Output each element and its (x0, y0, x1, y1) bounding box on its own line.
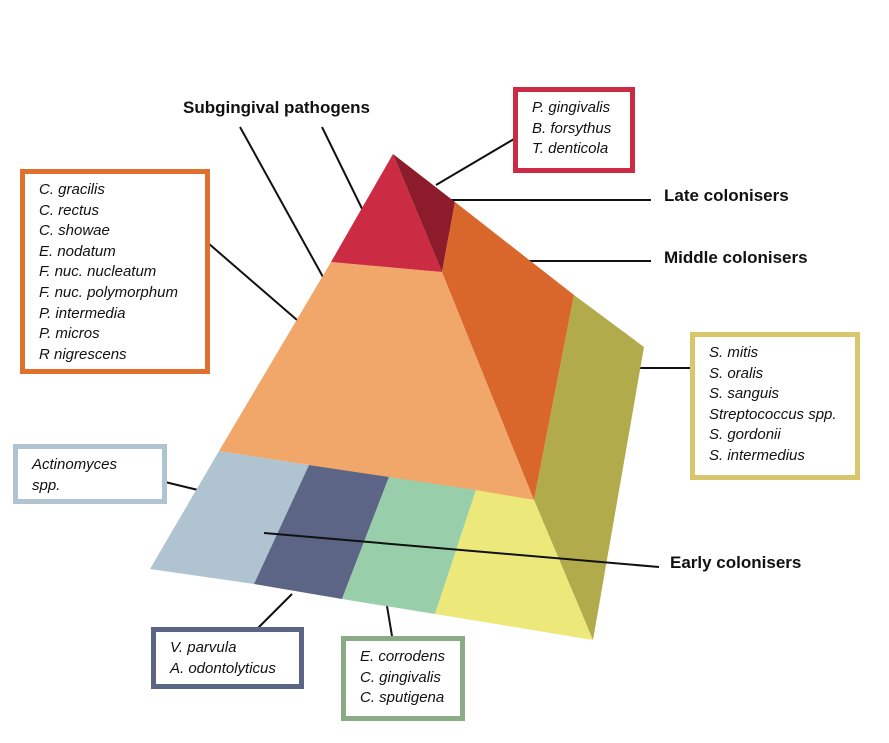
species: E. nodatum (39, 242, 116, 260)
box-red-complex: P. gingivalis B. forsythus T. denticola (513, 87, 635, 173)
line-subgingival (239, 126, 329, 287)
species: S. intermedius (709, 446, 805, 464)
orange-right-face (442, 202, 574, 500)
label-early-colonisers: Early colonisers (670, 553, 802, 572)
species: S. mitis (709, 344, 759, 361)
species: S. sanguis (709, 385, 780, 403)
box-actinomyces: Actinomyces spp. (13, 444, 167, 504)
species: S. oralis (709, 364, 764, 382)
species: C. sputigena (360, 689, 445, 707)
base-navy (254, 465, 389, 599)
species: V. parvula (170, 639, 237, 656)
species: spp. (32, 476, 61, 494)
line-orange-box (207, 242, 298, 321)
label-subgingival-pathogens: Subgingival pathogens (183, 98, 371, 117)
species: P. intermedia (39, 304, 126, 322)
line-green-box (386, 605, 393, 637)
box-yellow-complex: S. mitis S. oralis S. sanguis Streptococ… (690, 332, 860, 480)
line-lightblue-box (164, 481, 199, 491)
box-orange-complex: C. gracilis C. rectus C. showae E. nodat… (20, 169, 210, 374)
species: S. gordonii (709, 426, 781, 444)
box-green-complex: E. corrodens C. gingivalis C. sputigena (341, 636, 465, 721)
species: E. corrodens (360, 648, 446, 665)
dark-red-apex-face (393, 154, 455, 272)
base-light-blue (150, 451, 309, 584)
species: C. gracilis (39, 181, 105, 198)
species: Actinomyces (32, 456, 118, 473)
species: R nigrescens (39, 345, 127, 363)
connector-lines (164, 126, 690, 637)
species: P. gingivalis (532, 99, 611, 116)
species: Streptococcus spp. (709, 405, 837, 423)
species: C. rectus (39, 201, 100, 219)
species: C. gingivalis (360, 668, 441, 686)
species: F. nuc. nucleatum (39, 263, 157, 281)
red-apex-face (331, 154, 442, 272)
line-early (263, 532, 660, 568)
label-late-colonisers: Late colonisers (664, 186, 789, 205)
species: T. denticola (532, 140, 609, 158)
peach-face (219, 262, 534, 500)
line-navy-box (257, 593, 293, 629)
species: P. micros (39, 325, 100, 343)
box-purple-complex: V. parvula A. odontolyticus (151, 627, 304, 689)
line-red-box (435, 138, 515, 186)
species: A. odontolyticus (170, 659, 276, 677)
species: F. nuc. polymorphum (39, 283, 178, 301)
species: B. forsythus (532, 119, 612, 137)
species: C. showae (39, 222, 110, 240)
olive-right-face (534, 295, 644, 640)
base-yellow (435, 490, 593, 640)
label-middle-colonisers: Middle colonisers (664, 248, 808, 267)
